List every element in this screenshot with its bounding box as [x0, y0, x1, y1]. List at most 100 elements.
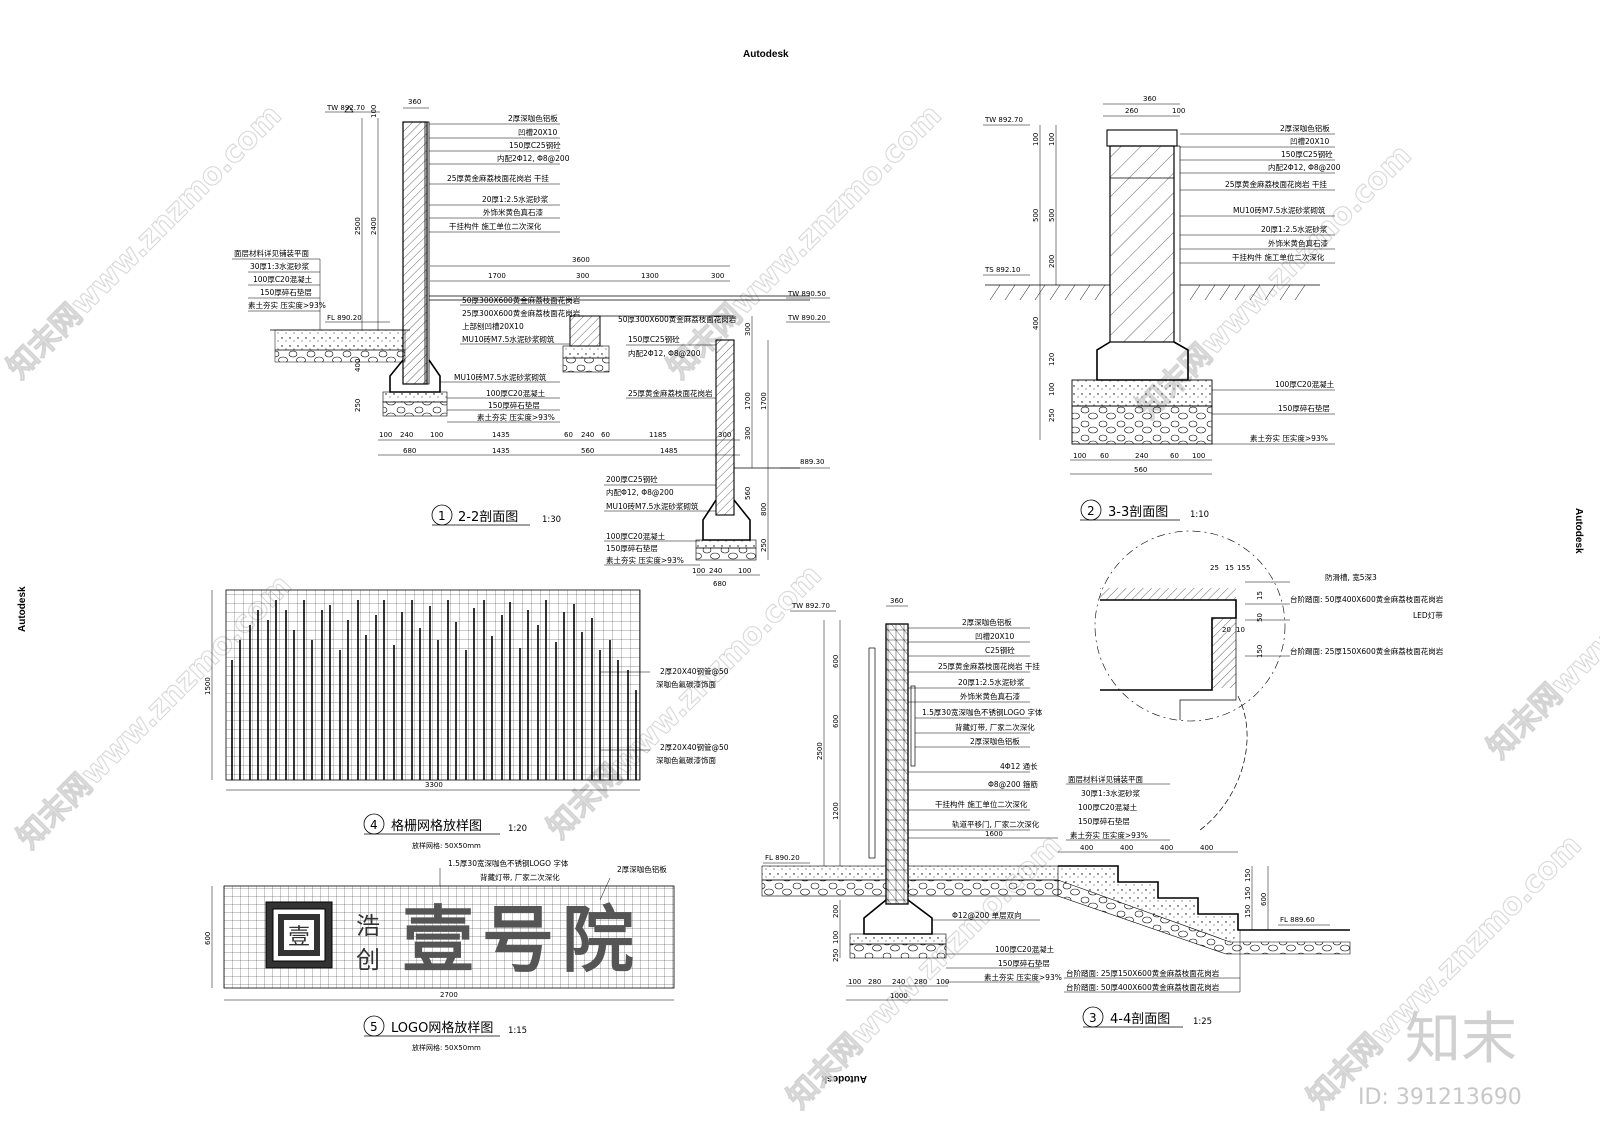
note-label: LED灯带	[1413, 610, 1443, 620]
note-label: 150厚C25钢砼	[509, 140, 561, 150]
dim-label: 300	[711, 272, 724, 280]
note-label: 2厚深咖色铝板	[970, 736, 1020, 746]
autodesk-mark-right: Autodesk	[1573, 508, 1584, 554]
note-label: 100厚C20混凝土	[606, 531, 666, 541]
notes-pillar-base: 100厚C20混凝土 150厚碎石垫层 素土夯实 压实度>93%	[1212, 379, 1335, 445]
note-label: MU10砖M7.5水泥砂浆砌筑	[606, 501, 699, 511]
notes-base-4-4: Φ12@200 单层双向 100厚C20混凝土 150厚碎石垫层 素土夯实 压实…	[932, 910, 1062, 983]
dim-label: 100	[738, 567, 751, 575]
autodesk-mark-top: Autodesk	[743, 49, 789, 60]
dim-label: 100	[1172, 107, 1185, 115]
note-label: 素土夯实 压实度>93%	[984, 972, 1062, 982]
note-label: 100厚C20混凝土	[486, 388, 546, 398]
dim-label: 300	[718, 431, 731, 439]
dim-label: 560	[744, 487, 752, 500]
dim-label: 1200	[832, 802, 840, 820]
note-label: 20厚1:2.5水泥砂浆	[958, 677, 1025, 687]
note-label: 20厚1:2.5水泥砂浆	[482, 194, 549, 204]
dim-label: 600	[204, 932, 212, 945]
dim-label: 2500	[816, 742, 824, 760]
grid-note: 放样网格: 50X50mm	[412, 1043, 481, 1052]
note-label: 100厚C20混凝土	[1275, 379, 1335, 389]
dim-label: 240	[1135, 452, 1148, 460]
dim-label: 50	[1256, 613, 1264, 622]
dim-label: 100	[832, 931, 840, 944]
note-label: 素土夯实 压实度>93%	[1070, 830, 1148, 840]
autodesk-mark-left: Autodesk	[17, 586, 28, 632]
notes-paving-4-4: 面层材料详见铺装平面 30厚1:3水泥砂浆 100厚C20混凝土 150厚碎石垫…	[1066, 774, 1170, 841]
watermark-logo: 知末	[1405, 1007, 1517, 1072]
notes-wall-4-4: 2厚深咖色铝板 凹槽20X10 C25钢砼 25厚黄金麻荔枝面花岗岩 干挂 20…	[908, 617, 1043, 831]
note-label: 100厚C20混凝土	[253, 274, 313, 284]
note-label: 干挂构件 施工单位二次深化	[449, 221, 542, 231]
note-label: 素土夯实 压实度>93%	[1250, 433, 1328, 443]
watermark-text: 知末网www.znzmo.com	[661, 98, 949, 386]
dim-label: 100	[1032, 133, 1040, 146]
note-label: 面层材料详见铺装平面	[1068, 774, 1143, 784]
dim-label: 800	[760, 503, 768, 516]
section-number: 4	[370, 818, 378, 832]
note-label: 150厚碎石垫层	[1078, 816, 1130, 826]
watermark-text: 知末网www.znzmo.com	[1, 98, 289, 386]
dim-label: 5	[1246, 564, 1250, 572]
logo-seal-glyph: 壹	[288, 925, 310, 950]
dim-label: 100	[936, 978, 949, 986]
dim-label: 400	[1032, 317, 1040, 330]
dim-label: 260	[1125, 107, 1138, 115]
dim-label: 100	[848, 978, 861, 986]
autodesk-mark-bottom: Autodesk	[821, 1073, 867, 1084]
section-scale: 1:20	[508, 824, 527, 834]
note-label: 上部刨凹槽20X10	[462, 321, 524, 331]
note-label: 150厚C25钢砼	[1281, 149, 1333, 159]
note-label: 外饰米黄色真石漆	[483, 207, 543, 217]
note-label: 台阶踢面: 25厚150X600黄金麻荔枝面花岗岩	[1290, 646, 1444, 656]
section-scale: 1:30	[542, 515, 561, 525]
level-label: TW 892.70	[791, 602, 830, 610]
dim-label: 15	[1237, 564, 1246, 572]
logo-small-char: 浩	[356, 912, 380, 940]
dim-label: 400	[1200, 844, 1213, 852]
section-scale: 1:10	[1190, 510, 1209, 520]
note-label: 深咖色氟碳漆饰面	[656, 679, 716, 689]
section-2-2: 360 3600 1700 300 1300 300 100 2500 2400…	[232, 98, 830, 588]
note-label: 25厚黄金麻荔枝面花岗岩	[628, 388, 713, 398]
dim-label: 250	[354, 399, 362, 412]
dim-label: 280	[914, 978, 927, 986]
dim-label: 560	[581, 447, 594, 455]
note-label: MU10砖M7.5水泥砂浆砌筑	[454, 372, 547, 382]
grid-note: 放样网格: 50X50mm	[412, 841, 481, 850]
dim-label: 100	[1073, 452, 1086, 460]
section-title: 格栅网格放样图	[391, 818, 482, 834]
grille-grid-drawing: 1500 3300 2厚20X40钢管@50 深咖色氟碳漆饰面 2厚20X40钢…	[204, 589, 729, 850]
note-label: 素土夯实 压实度>93%	[606, 555, 684, 565]
note-label: 20厚1:2.5水泥砂浆	[1261, 224, 1328, 234]
dim-label: 100	[692, 567, 705, 575]
note-label: 100厚C20混凝土	[995, 944, 1055, 954]
notes-ground-left: 面层材料详见铺装平面 30厚1:3水泥砂浆 100厚C20混凝土 150厚碎石垫…	[232, 248, 326, 330]
note-label: 2厚深咖色铝板	[1280, 123, 1330, 133]
dim-label: 1435	[492, 447, 510, 455]
note-label: 内配2Φ12, Φ8@200	[497, 153, 570, 163]
dim-label: 2500	[354, 217, 362, 235]
dim-label: 680	[403, 447, 416, 455]
note-label: 内配2Φ12, Φ8@200	[1268, 162, 1341, 172]
dim-label: 250	[1048, 409, 1056, 422]
level-label: TS 892.10	[984, 266, 1020, 274]
section-4-4: 2厚深咖色铝板 凹槽20X10 C25钢砼 25厚黄金麻荔枝面花岗岩 干挂 20…	[761, 530, 1444, 1028]
section-number: 5	[370, 1020, 378, 1034]
note-label: 150厚C25钢砼	[628, 334, 680, 344]
dim-label: 60	[1100, 452, 1109, 460]
note-label: MU10砖M7.5水泥砂浆砌筑	[462, 334, 555, 344]
dim-label: 60	[601, 431, 610, 439]
dim-label: 20	[1222, 626, 1231, 634]
dim-label: 1700	[760, 392, 768, 410]
note-label: 2厚深咖色铝板	[962, 617, 1012, 627]
dim-label: 300	[576, 272, 589, 280]
note-label: 干挂构件 施工单位二次深化	[1232, 252, 1325, 262]
note-label: 凹槽20X10	[975, 631, 1014, 641]
watermark-text: 知末网www.znzmo.com	[1301, 828, 1589, 1116]
section-number: 1	[438, 509, 446, 523]
section-scale: 1:25	[1193, 1017, 1212, 1027]
dim-label: 1700	[744, 392, 752, 410]
